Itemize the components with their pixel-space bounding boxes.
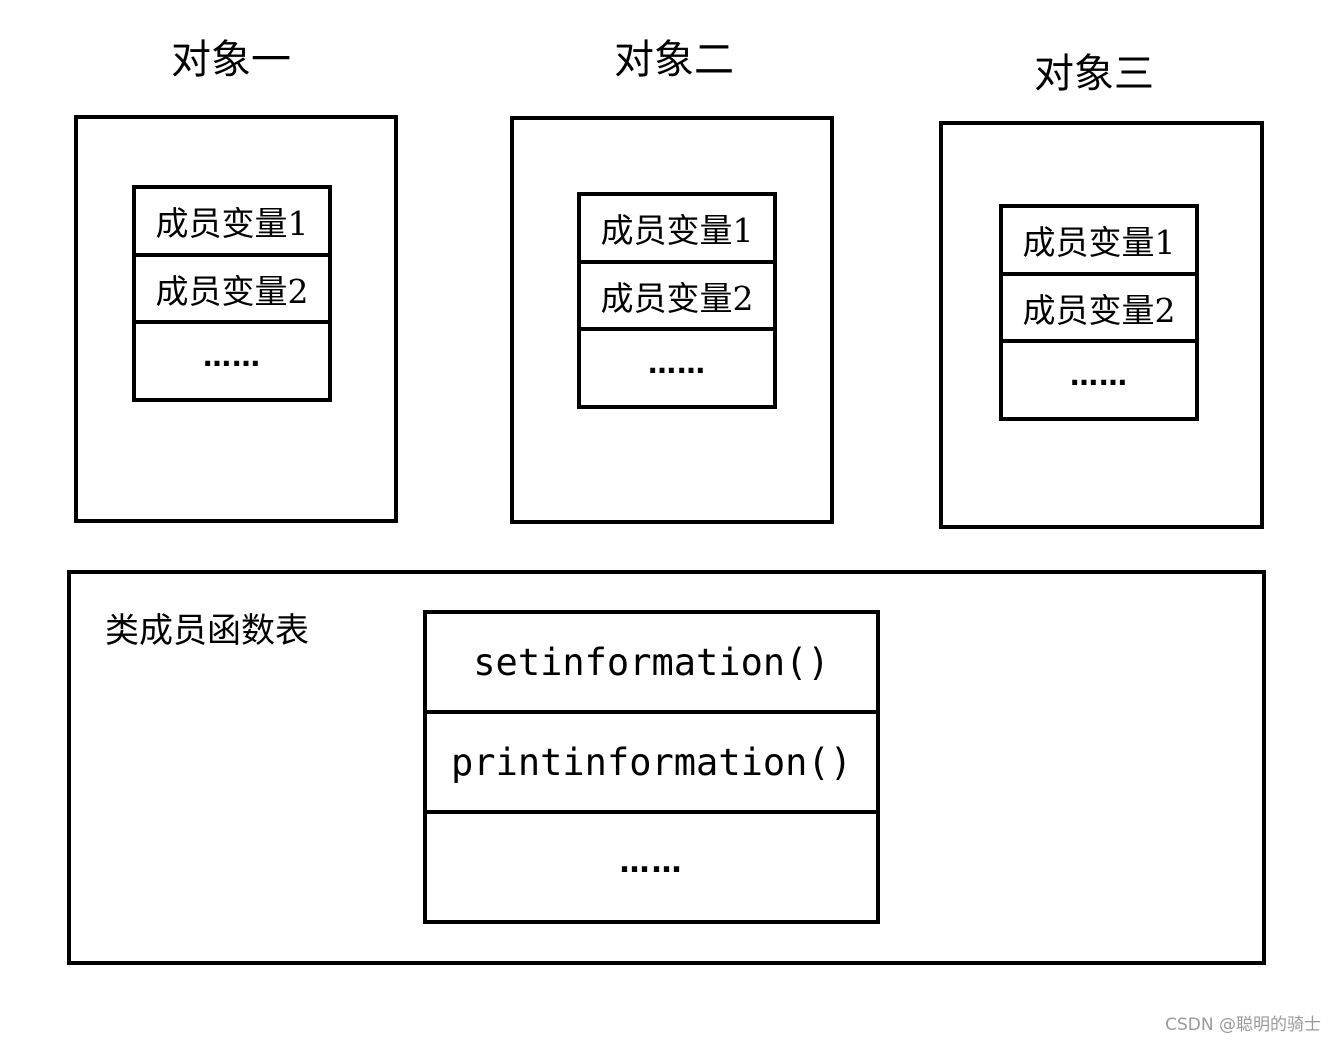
object-3-title: 对象三	[1034, 51, 1154, 97]
object-1-title: 对象一	[171, 37, 291, 83]
object-3-member-1: 成员变量1	[1003, 208, 1195, 276]
object-3-member-2: 成员变量2	[1003, 276, 1195, 344]
object-2-box	[510, 116, 834, 524]
object-3-box	[939, 121, 1264, 529]
object-1-member-2: 成员变量2	[136, 257, 328, 325]
object-2-member-1: 成员变量1	[581, 196, 773, 264]
function-row-setinformation: setinformation()	[427, 614, 876, 714]
csdn-watermark: CSDN @聪明的骑士	[1165, 1015, 1321, 1035]
object-1-box	[74, 115, 398, 523]
function-row-ellipsis: ……	[619, 844, 684, 880]
object-2-member-ellipsis: ……	[648, 346, 706, 380]
object-1-member-ellipsis: ……	[203, 339, 261, 373]
object-1-member-list: 成员变量1 成员变量2 ……	[132, 185, 332, 402]
function-row-printinformation: printinformation()	[427, 714, 876, 814]
function-table: setinformation() printinformation() ……	[423, 610, 880, 924]
object-3-member-ellipsis: ……	[1070, 358, 1128, 392]
object-2-title: 对象二	[614, 37, 734, 83]
object-1-member-1: 成员变量1	[136, 189, 328, 257]
function-table-container	[67, 570, 1266, 965]
function-table-label: 类成员函数表	[105, 611, 309, 651]
object-2-member-2: 成员变量2	[581, 264, 773, 332]
object-3-member-list: 成员变量1 成员变量2 ……	[999, 204, 1199, 421]
object-2-member-list: 成员变量1 成员变量2 ……	[577, 192, 777, 409]
